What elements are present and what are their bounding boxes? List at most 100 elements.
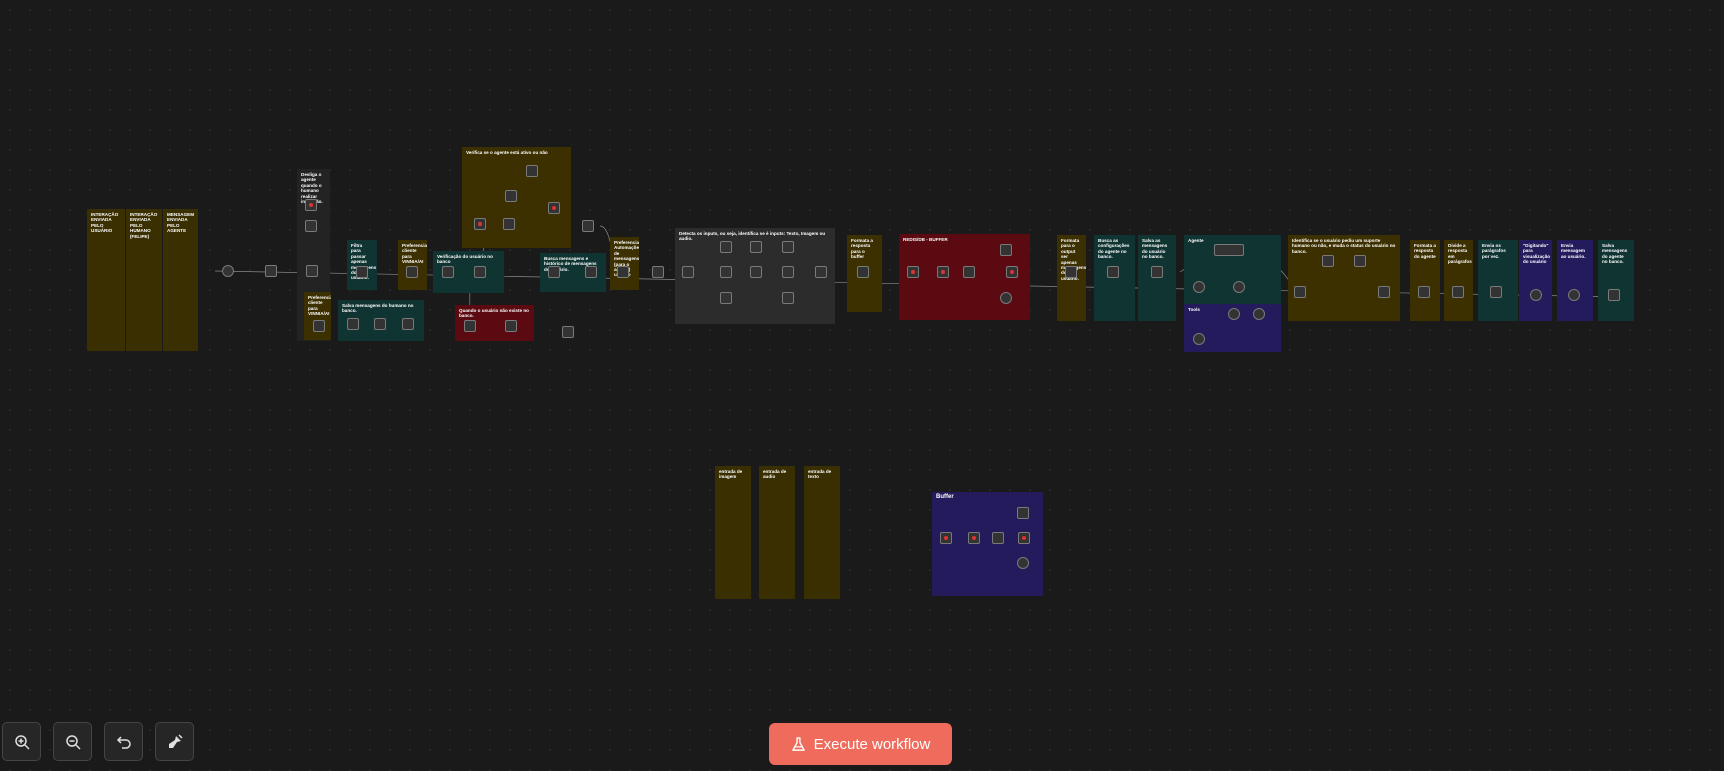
send-message-node[interactable] [1568,289,1580,301]
tool-node-2[interactable] [1228,308,1240,320]
note-automation-preference[interactable]: Preferencia Automações de mensagens (par… [610,237,639,290]
note-split-paragraphs[interactable]: Divide a resposta em parágrafos [1444,240,1473,321]
memory-node[interactable] [1233,281,1245,293]
buffer-noop-node[interactable] [1017,507,1029,519]
note-audio-input[interactable]: entrada de audio [759,466,795,599]
buffer-switch-node[interactable] [992,532,1004,544]
buffer-wait-node[interactable] [1017,557,1029,569]
zoom-in-button[interactable] [2,722,41,761]
aggregate-node[interactable] [585,266,597,278]
buffer-redis-push-node[interactable] [940,532,952,544]
note-format-agent-response[interactable]: Formata a resposta do agente [1410,240,1440,321]
buffer-redis-get-node[interactable] [968,532,980,544]
tool-node-1[interactable] [1193,333,1205,345]
set-audio-node[interactable] [782,266,794,278]
note-human-support[interactable]: Identifica se o usuário pediu um suporte… [1288,235,1400,321]
switch-buffer-node[interactable] [963,266,975,278]
switch-input-node[interactable] [682,266,694,278]
note-text-input[interactable]: entrada de texto [804,466,840,599]
http-image-node[interactable] [720,241,732,253]
set-buffer-node[interactable] [857,266,869,278]
postgres-save-node[interactable] [1151,266,1163,278]
note-title: "Digitando" para visualização do usuário [1523,243,1551,265]
set-node-2[interactable] [652,266,664,278]
tool-node-3[interactable] [1253,308,1265,320]
ai-agent-node[interactable] [1214,244,1244,256]
note-client-preference[interactable]: Preferencia cliente para VINNIA/AI [398,240,427,290]
text-node[interactable] [720,292,732,304]
redis-push-node[interactable] [907,266,919,278]
note-save-user-messages[interactable]: Salva as mensagens do usuário no banco. [1138,235,1176,321]
code-node[interactable] [406,266,418,278]
set-agent-node[interactable] [1418,286,1430,298]
loop-node[interactable] [1490,286,1502,298]
note-title: Busca as configurações do agente no banc… [1098,238,1130,260]
typing-node[interactable] [1530,289,1542,301]
edit-node-2[interactable] [464,320,476,332]
note-save-agent-messages[interactable]: Salva mensagens do agente no banco. [1598,240,1634,321]
note-format-output[interactable]: Formata para o output ser apenas mensage… [1057,235,1086,321]
code-node-2[interactable] [347,318,359,330]
http-audio-node[interactable] [720,266,732,278]
set-output-node[interactable] [1065,266,1077,278]
note-agent-config[interactable]: Busca as configurações do agente no banc… [1094,235,1135,321]
postgres-node[interactable] [442,266,454,278]
merge-node[interactable] [582,220,594,232]
note-send-paragraphs[interactable]: Envia os parágrafos por vez. [1478,240,1518,321]
merge-input-node[interactable] [815,266,827,278]
note-filter-user-messages[interactable]: Filtra para passar apenas mensagens do u… [347,240,377,290]
set-text-node[interactable] [782,292,794,304]
noop-node[interactable] [526,165,538,177]
postgres-history-node[interactable] [548,266,560,278]
if-node[interactable] [474,266,486,278]
set-node[interactable] [265,265,277,277]
note-client-preference-2[interactable]: Preferencia cliente para VINNIA/AI [304,292,331,340]
reset-zoom-button[interactable] [104,722,143,761]
subworkflow-node[interactable] [562,326,574,338]
note-agent-message[interactable]: MENSAGEM ENVIADA PELO AGENTE [163,209,198,351]
tidy-up-button[interactable] [155,722,194,761]
note-image-input[interactable]: entrada de imagem [715,466,751,599]
redis-node[interactable] [305,199,317,211]
note-human-interaction[interactable]: INTERAÇÃO ENVIADA PELO HUMANO (FELIPE) [126,209,162,351]
edit-node[interactable] [305,220,317,232]
postgres-config-node[interactable] [1107,266,1119,278]
if-active-node[interactable] [503,218,515,230]
postgres-insert-node[interactable] [505,320,517,332]
chat-model-node[interactable] [1193,281,1205,293]
noop-buffer-node[interactable] [1000,244,1012,256]
wait-buffer-node[interactable] [1000,292,1012,304]
code-node-3[interactable] [313,320,325,332]
note-title: Envia mensagem ao usuário. [1561,243,1586,259]
flask-icon [791,736,805,751]
note-send-message[interactable]: Envia mensagem ao usuário. [1557,240,1593,321]
webhook-node[interactable] [222,265,234,277]
openai-audio-node[interactable] [750,266,762,278]
note-user-interaction[interactable]: INTERAÇÃO ENVIADA PELO USUÁRIO [87,209,125,351]
reset-zoom-icon [116,735,131,749]
redis-get-buffer-node[interactable] [937,266,949,278]
edit-status-node[interactable] [1354,255,1366,267]
redis-delete-node[interactable] [1006,266,1018,278]
merge-agent-node[interactable] [1378,286,1390,298]
text-classifier-node[interactable] [1294,286,1306,298]
openai-image-node[interactable] [750,241,762,253]
note-typing[interactable]: "Digitando" para visualização do usuário [1519,240,1552,321]
execute-workflow-button[interactable]: Execute workflow [769,723,952,765]
postgres-update-node[interactable] [1322,255,1334,267]
postgres-node-3[interactable] [402,318,414,330]
note-format-buffer[interactable]: Formata a resposta para o buffer [847,235,882,312]
redis-set-node[interactable] [548,202,560,214]
zoom-out-button[interactable] [53,722,92,761]
postgres-node-2[interactable] [374,318,386,330]
redis-get-node[interactable] [474,218,486,230]
switch-node[interactable] [306,265,318,277]
code-node-4[interactable] [617,266,629,278]
set-image-node[interactable] [782,241,794,253]
buffer-redis-delete-node[interactable] [1018,532,1030,544]
filter-node[interactable] [356,266,368,278]
postgres-agent-save-node[interactable] [1608,289,1620,301]
split-node[interactable] [1452,286,1464,298]
wait-node[interactable] [505,190,517,202]
